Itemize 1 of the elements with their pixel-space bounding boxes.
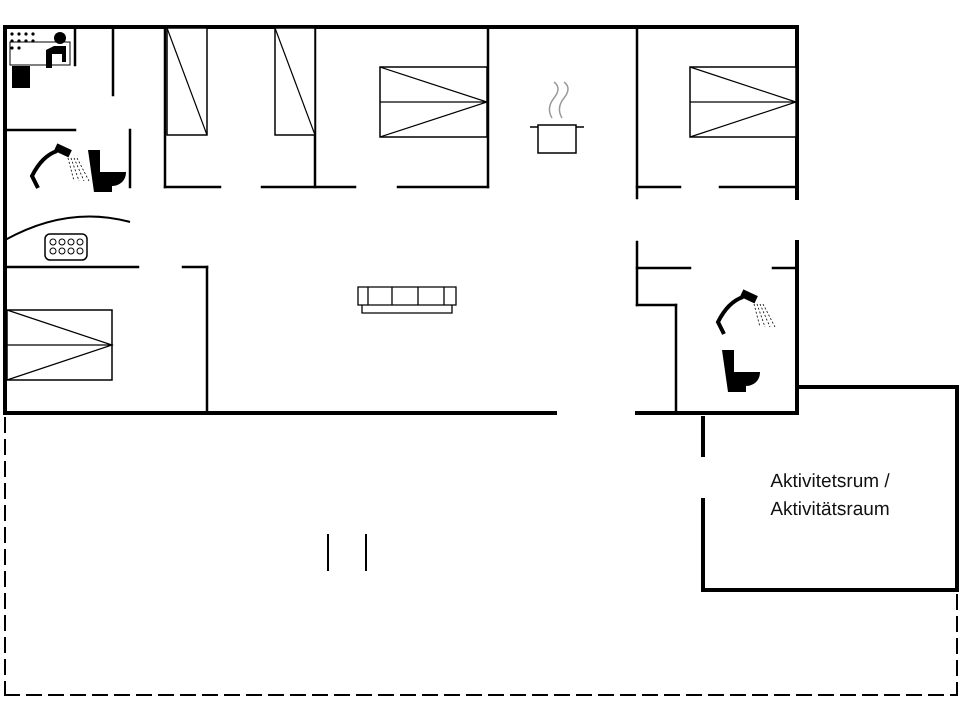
room-label: Aktivitetsrum / Aktivitätsraum: [769, 470, 891, 522]
